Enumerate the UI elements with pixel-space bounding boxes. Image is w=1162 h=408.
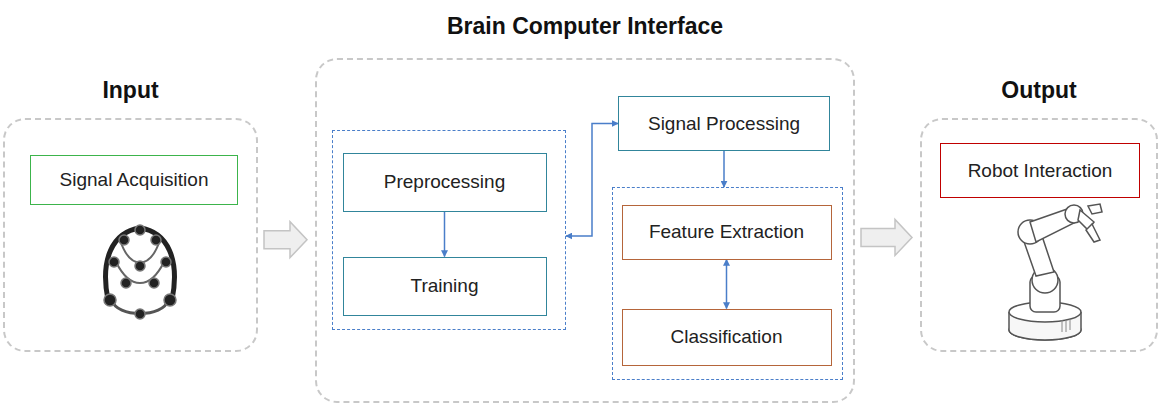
box-label: Classification — [671, 326, 783, 348]
group-heading: Brain Computer Interface — [277, 13, 893, 40]
process-box: Feature Extraction — [622, 205, 832, 260]
box-label: Signal Processing — [648, 113, 800, 135]
output-group: OutputRobot Interaction — [920, 118, 1158, 352]
flow-arrow — [444, 212, 446, 257]
robot-arm — [1009, 204, 1102, 340]
group-heading: Output — [882, 77, 1162, 104]
flow-arrow — [723, 151, 725, 187]
box-label: Robot Interaction — [968, 160, 1113, 182]
process-box: Signal Processing — [618, 96, 830, 151]
dashed-group: Feature ExtractionClassification — [612, 187, 843, 380]
box-label: Signal Acquisition — [60, 169, 209, 191]
box-label: Feature Extraction — [649, 221, 804, 243]
process-box: Signal Acquisition — [30, 155, 238, 205]
bci-group: Brain Computer InterfacePreprocessingTra… — [315, 58, 855, 403]
block-arrow — [861, 219, 912, 255]
process-box: Training — [343, 257, 547, 316]
flow-arrow — [726, 260, 728, 309]
input-group: InputSignal Acquisition — [3, 118, 258, 352]
dashed-group: PreprocessingTraining — [332, 130, 566, 330]
flow-arrow — [566, 124, 618, 237]
eeg-headset — [104, 225, 176, 319]
process-box: Robot Interaction — [940, 143, 1140, 198]
block-arrow — [264, 222, 307, 258]
box-label: Training — [411, 275, 479, 297]
box-label: Preprocessing — [384, 171, 505, 193]
process-box: Classification — [622, 309, 832, 366]
process-box: Preprocessing — [343, 153, 547, 212]
group-heading: Input — [0, 77, 296, 104]
